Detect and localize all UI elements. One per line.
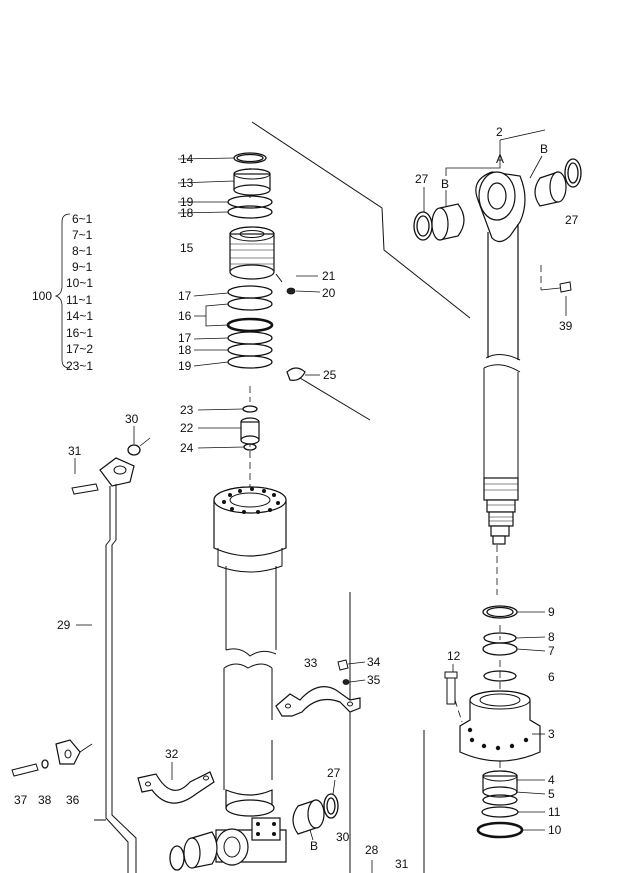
callout-24: 24 [180,441,194,455]
callout-19a: 19 [180,195,194,209]
cushion-sleeve [240,405,260,451]
callout-17b: 17 [178,331,192,345]
kit-item: 10~1 [66,276,93,290]
callout-18b: 18 [178,343,192,357]
callout-30-bottom: 30 [336,830,350,844]
callout-7: 7 [548,644,555,658]
callout-27-right: 27 [565,213,579,227]
callout-31-bottom: 31 [395,857,409,871]
kit-label: 100 [32,289,52,303]
callout-10: 10 [548,823,562,837]
callout-25: 25 [323,368,337,382]
callout-A: A [496,152,504,166]
assembly-lines [249,121,542,873]
callout-31-top: 31 [68,444,82,458]
callout-2: 2 [496,125,503,139]
callout-11: 11 [548,805,561,819]
callout-6: 6 [548,670,555,684]
callout-13: 13 [180,176,194,190]
callout-12: 12 [447,649,461,663]
callout-27-left: 27 [415,172,429,186]
rod-cover [444,605,541,839]
callout-5: 5 [548,787,555,801]
callout-8: 8 [548,630,555,644]
kit-item: 23~1 [66,359,93,373]
callout-19b: 19 [178,359,192,373]
callout-14: 14 [180,152,194,166]
cylinder-tube [213,486,287,866]
kit-item: 8~1 [72,244,93,258]
leader-lines [74,129,567,873]
callout-29: 29 [57,618,71,632]
callout-B-bottom: B [310,839,318,853]
kit-100-list: 100 6~1 7~1 8~1 9~1 10~1 11~1 14~1 16~1 … [32,212,93,373]
callout-B-left: B [441,177,449,191]
callout-20: 20 [322,286,336,300]
callout-22: 22 [180,421,194,435]
callout-28: 28 [365,843,379,857]
kit-item: 14~1 [66,309,93,323]
kit-item: 11~1 [66,293,92,307]
pipe-clamps [11,659,361,804]
kit-item: 16~1 [66,326,93,340]
kit-item: 6~1 [72,212,93,226]
callout-9: 9 [548,605,555,619]
callout-35: 35 [367,673,381,687]
bottom-bushings [169,793,339,871]
callout-17a: 17 [178,289,192,303]
callout-16: 16 [178,309,192,323]
callout-23: 23 [180,403,194,417]
rod-eye-bushings [413,158,582,241]
callout-18a: 18 [180,206,194,220]
callout-15: 15 [180,241,194,255]
callout-labels: 2 A B B 27 27 39 14 13 19 18 15 21 20 17… [14,125,579,871]
callout-27-bottom: 27 [327,766,341,780]
callout-39: 39 [559,319,573,333]
callout-36: 36 [66,793,80,807]
grease-nipple-39 [540,281,572,293]
callout-33: 33 [304,656,318,670]
callout-21: 21 [322,269,336,283]
callout-B-top: B [540,142,548,156]
callout-32: 32 [165,747,179,761]
piston-stack [226,152,306,381]
callout-4: 4 [548,773,555,787]
callout-38: 38 [38,793,52,807]
piston-rod [475,171,526,545]
kit-100-bracket [54,213,71,369]
callout-3: 3 [548,727,555,741]
callout-37: 37 [14,793,28,807]
kit-item: 17~2 [66,342,93,356]
kit-item: 9~1 [72,260,93,274]
hydraulic-pipe [71,437,151,873]
callout-30-top: 30 [125,412,139,426]
kit-item: 7~1 [72,228,93,242]
callout-34: 34 [367,655,381,669]
